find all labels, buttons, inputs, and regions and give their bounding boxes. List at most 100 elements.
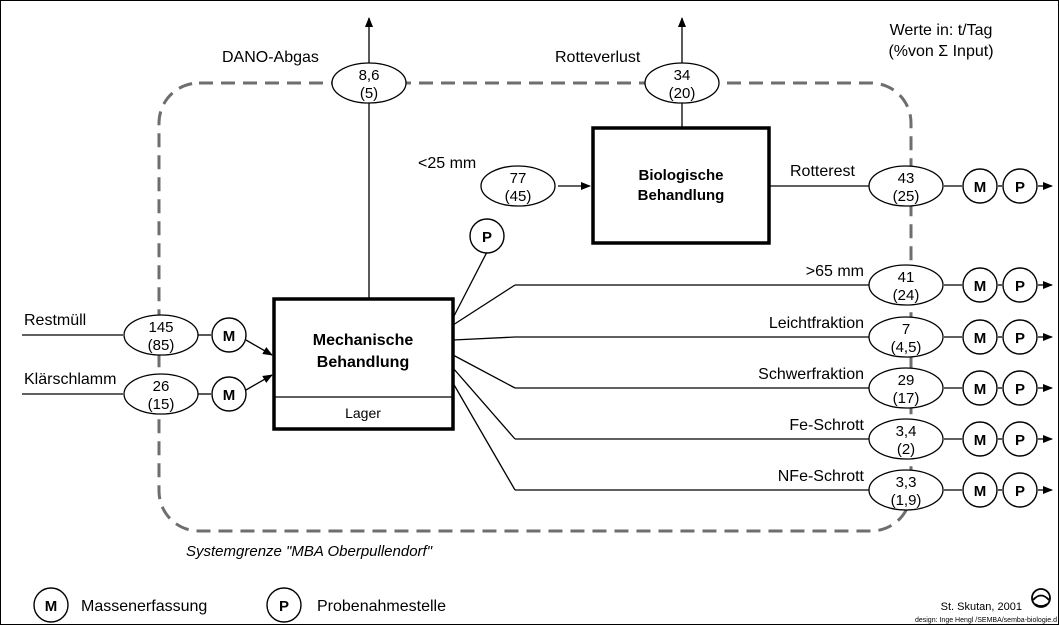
- flow-value-rotterest: 43 (25): [868, 165, 944, 207]
- units-line1: Werte in: t/Tag: [890, 22, 993, 39]
- svg-text:43: 43: [898, 170, 915, 187]
- svg-text:P: P: [1015, 278, 1025, 295]
- svg-text:29: 29: [898, 372, 915, 389]
- legend-mass-marker: [33, 587, 69, 623]
- sample-marker-nfe: P: [1002, 472, 1038, 508]
- klaerschlamm-arrow: [245, 374, 273, 391]
- svg-text:M: M: [974, 179, 987, 196]
- mass-marker-nfe: M: [962, 472, 998, 508]
- mass-marker-schwer: M: [962, 370, 998, 406]
- flow-value-dano: 8,6 (5): [331, 62, 407, 104]
- restmuell-arrow: [245, 339, 273, 356]
- output-markers: M P M P M P M P M P M P: [962, 168, 1038, 508]
- label-klaerschlamm: Klärschlamm: [24, 371, 116, 388]
- svg-text:145: 145: [148, 319, 173, 336]
- svg-text:34: 34: [674, 67, 691, 84]
- svg-text:P: P: [1015, 432, 1025, 449]
- svg-text:P: P: [1015, 179, 1025, 196]
- mass-marker-rotterest: M: [962, 168, 998, 204]
- label-nfe: NFe-Schrott: [778, 468, 865, 485]
- units-line2: (%von Σ Input): [888, 43, 993, 60]
- credit-author: St. Skutan, 2001: [941, 601, 1022, 613]
- svg-text:77: 77: [510, 170, 527, 187]
- svg-text:P: P: [279, 598, 289, 615]
- label-schwer: Schwerfraktion: [758, 366, 864, 383]
- flow-value-coarse: 41 (24): [868, 264, 944, 306]
- svg-text:P: P: [1015, 330, 1025, 347]
- biological-treatment-box: Biologische Behandlung: [591, 126, 771, 245]
- svg-text:(1,9): (1,9): [891, 492, 922, 509]
- mechanical-title-line1: Mechanische: [313, 332, 414, 349]
- svg-text:7: 7: [902, 321, 910, 338]
- label-fe: Fe-Schrott: [789, 417, 864, 434]
- svg-text:3,4: 3,4: [896, 423, 917, 440]
- svg-text:(25): (25): [893, 188, 920, 205]
- svg-text:M: M: [974, 278, 987, 295]
- mass-marker-coarse: M: [962, 267, 998, 303]
- sample-marker-coarse: P: [1002, 267, 1038, 303]
- storage-label: Lager: [345, 405, 381, 421]
- flow-value-restmuell: 145 (85): [123, 314, 199, 356]
- sample-marker-fe: P: [1002, 421, 1038, 457]
- system-boundary-label: Systemgrenze "MBA Oberpullendorf": [186, 543, 433, 560]
- biological-title-line1: Biologische: [638, 167, 723, 184]
- sample-marker-leicht: P: [1002, 319, 1038, 355]
- mechanical-treatment-box: Mechanische Behandlung Lager: [272, 297, 455, 431]
- svg-text:P: P: [482, 229, 492, 246]
- flow-value-fe: 3,4 (2): [868, 418, 944, 460]
- svg-text:M: M: [974, 432, 987, 449]
- label-leicht: Leichtfraktion: [769, 315, 864, 332]
- svg-text:8,6: 8,6: [359, 67, 380, 84]
- mass-marker-fe: M: [962, 421, 998, 457]
- sample-marker-fine: P: [469, 218, 505, 254]
- label-rotteverlust: Rotteverlust: [555, 49, 641, 66]
- svg-text:M: M: [974, 381, 987, 398]
- system-boundary: [157, 81, 913, 533]
- flow-value-rotteverlust: 34 (20): [644, 62, 720, 104]
- label-restmuell: Restmüll: [24, 312, 86, 329]
- svg-text:M: M: [974, 483, 987, 500]
- svg-text:(20): (20): [669, 85, 696, 102]
- output-connectors: [944, 182, 1053, 494]
- semba-logo-icon: [1031, 588, 1051, 608]
- flow-value-klaerschlamm: 26 (15): [123, 373, 199, 415]
- sample-marker-rotterest: P: [1002, 168, 1038, 204]
- svg-text:41: 41: [898, 269, 915, 286]
- legend-sample-label: Probenahmestelle: [317, 598, 446, 615]
- svg-text:P: P: [1015, 483, 1025, 500]
- legend: M Massenerfassung P Probenahmestelle: [33, 587, 446, 623]
- svg-text:(85): (85): [148, 337, 175, 354]
- svg-text:(4,5): (4,5): [891, 339, 922, 356]
- biological-title-line2: Behandlung: [638, 187, 725, 204]
- sample-marker-schwer: P: [1002, 370, 1038, 406]
- label-coarse: >65 mm: [806, 263, 864, 280]
- svg-text:(2): (2): [897, 441, 915, 458]
- label-dano: DANO-Abgas: [222, 49, 319, 66]
- svg-text:(45): (45): [505, 188, 532, 205]
- svg-text:P: P: [1015, 381, 1025, 398]
- label-rotterest: Rotterest: [790, 163, 855, 180]
- legend-mass-label: Massenerfassung: [81, 598, 207, 615]
- svg-text:M: M: [45, 598, 58, 615]
- legend-sample-marker: [266, 587, 302, 623]
- mass-marker-klaerschlamm: M: [211, 376, 247, 412]
- flow-value-schwer: 29 (17): [868, 367, 944, 409]
- flow-value-fine: 77 (45): [480, 165, 556, 207]
- mechanical-title-line2: Behandlung: [317, 354, 409, 371]
- credit-design: design: Inge Hengl /SEMBA/semba-biologie…: [915, 617, 1057, 624]
- svg-text:3,3: 3,3: [896, 474, 917, 491]
- svg-text:26: 26: [153, 378, 170, 395]
- mass-marker-restmuell: M: [211, 317, 247, 353]
- svg-text:(24): (24): [893, 287, 920, 304]
- svg-text:M: M: [974, 330, 987, 347]
- label-fine: <25 mm: [418, 155, 476, 172]
- mass-marker-leicht: M: [962, 319, 998, 355]
- svg-text:(17): (17): [893, 390, 920, 407]
- svg-text:(15): (15): [148, 396, 175, 413]
- svg-text:M: M: [223, 387, 236, 404]
- svg-text:(5): (5): [360, 85, 378, 102]
- svg-text:M: M: [223, 328, 236, 345]
- flow-value-leicht: 7 (4,5): [868, 316, 944, 358]
